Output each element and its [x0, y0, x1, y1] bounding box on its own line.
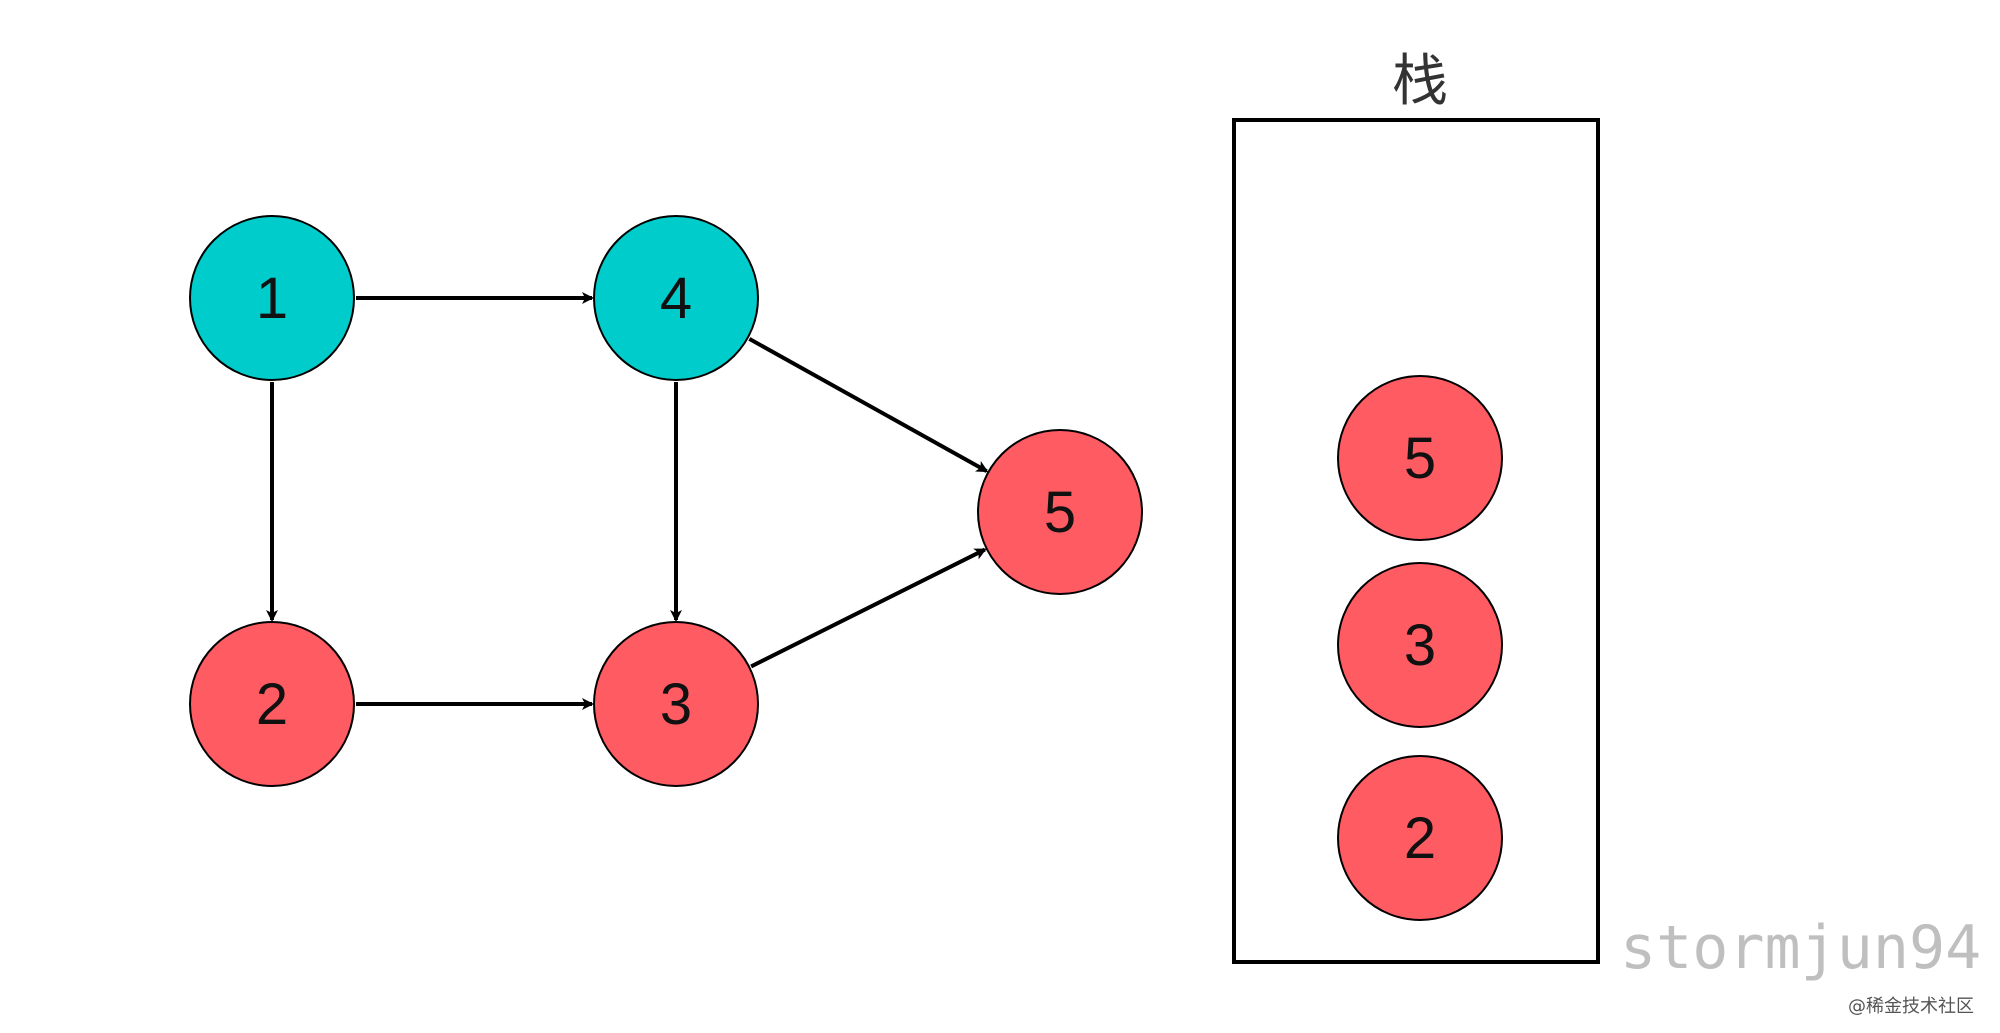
graph-node-circle — [977, 429, 1143, 595]
graph-node-2: 2 — [189, 621, 355, 787]
stack-item-label: 2 — [1404, 806, 1436, 871]
graph-node-label: 3 — [660, 672, 692, 737]
stack-item-label: 5 — [1404, 426, 1436, 491]
graph-node-4: 4 — [593, 215, 759, 381]
watermark-text: stormjun94 — [1620, 913, 1981, 983]
graph-node-circle — [189, 215, 355, 381]
graph-node-1: 1 — [189, 215, 355, 381]
source-watermark: @稀金技术社区 — [1848, 996, 1974, 1017]
graph-node-label: 2 — [256, 672, 288, 737]
graph-node-label: 4 — [660, 266, 692, 331]
stack-item-label: 3 — [1404, 613, 1436, 678]
stack-item-2: 2 — [1337, 755, 1503, 921]
graph-node-circle — [189, 621, 355, 787]
stack-items: 5 3 2 — [1337, 375, 1503, 921]
edge-3-to-5 — [750, 547, 987, 669]
stack-panel: 栈 5 3 2 — [1232, 49, 1600, 964]
stack-item-circle — [1337, 375, 1503, 541]
stack-item-circle — [1337, 755, 1503, 921]
graph-node-circle — [593, 215, 759, 381]
graph-node-5: 5 — [977, 429, 1143, 595]
graph-edges — [266, 292, 989, 710]
graph-node-circle — [593, 621, 759, 787]
stack-item-5: 5 — [1337, 375, 1503, 541]
stack-title: 栈 — [1392, 49, 1448, 114]
stack-item-3: 3 — [1337, 562, 1503, 728]
graph-node-label: 5 — [1044, 480, 1076, 545]
graph-nodes: 1 4 2 3 5 — [189, 215, 1143, 787]
graph-node-3: 3 — [593, 621, 759, 787]
stack-box — [1232, 118, 1600, 964]
stack-item-circle — [1337, 562, 1503, 728]
edge-4-to-5 — [748, 337, 989, 473]
graph-node-label: 1 — [256, 266, 288, 331]
